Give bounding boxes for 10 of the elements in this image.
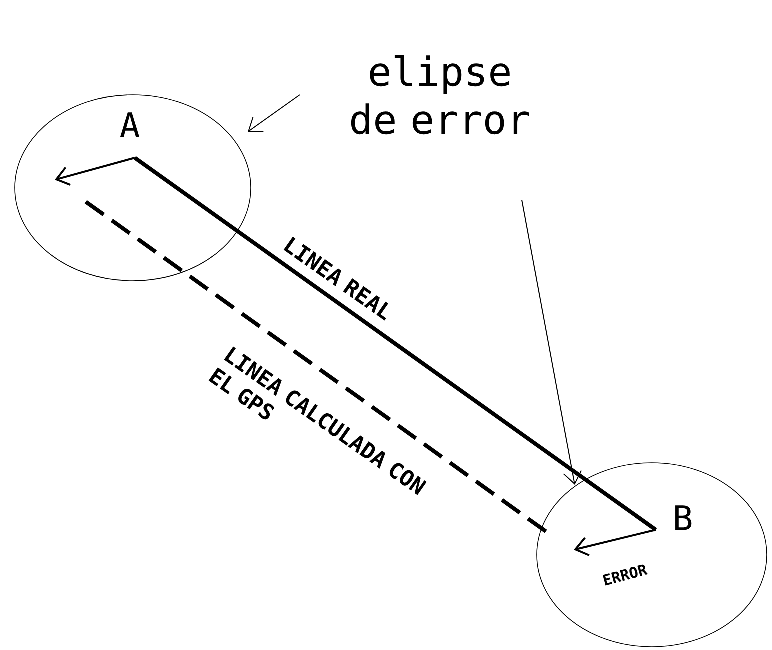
error-ellipse bbox=[14, 94, 252, 282]
line bbox=[134, 156, 658, 532]
error-label: ERROR bbox=[602, 564, 648, 586]
arrow bbox=[522, 200, 582, 485]
annotation-text: elipse de error bbox=[351, 55, 530, 135]
dashed-line bbox=[84, 200, 550, 535]
point-label: A bbox=[120, 112, 140, 138]
point-label: B bbox=[676, 506, 692, 530]
arrow bbox=[248, 94, 300, 132]
error-ellipse bbox=[536, 462, 768, 648]
